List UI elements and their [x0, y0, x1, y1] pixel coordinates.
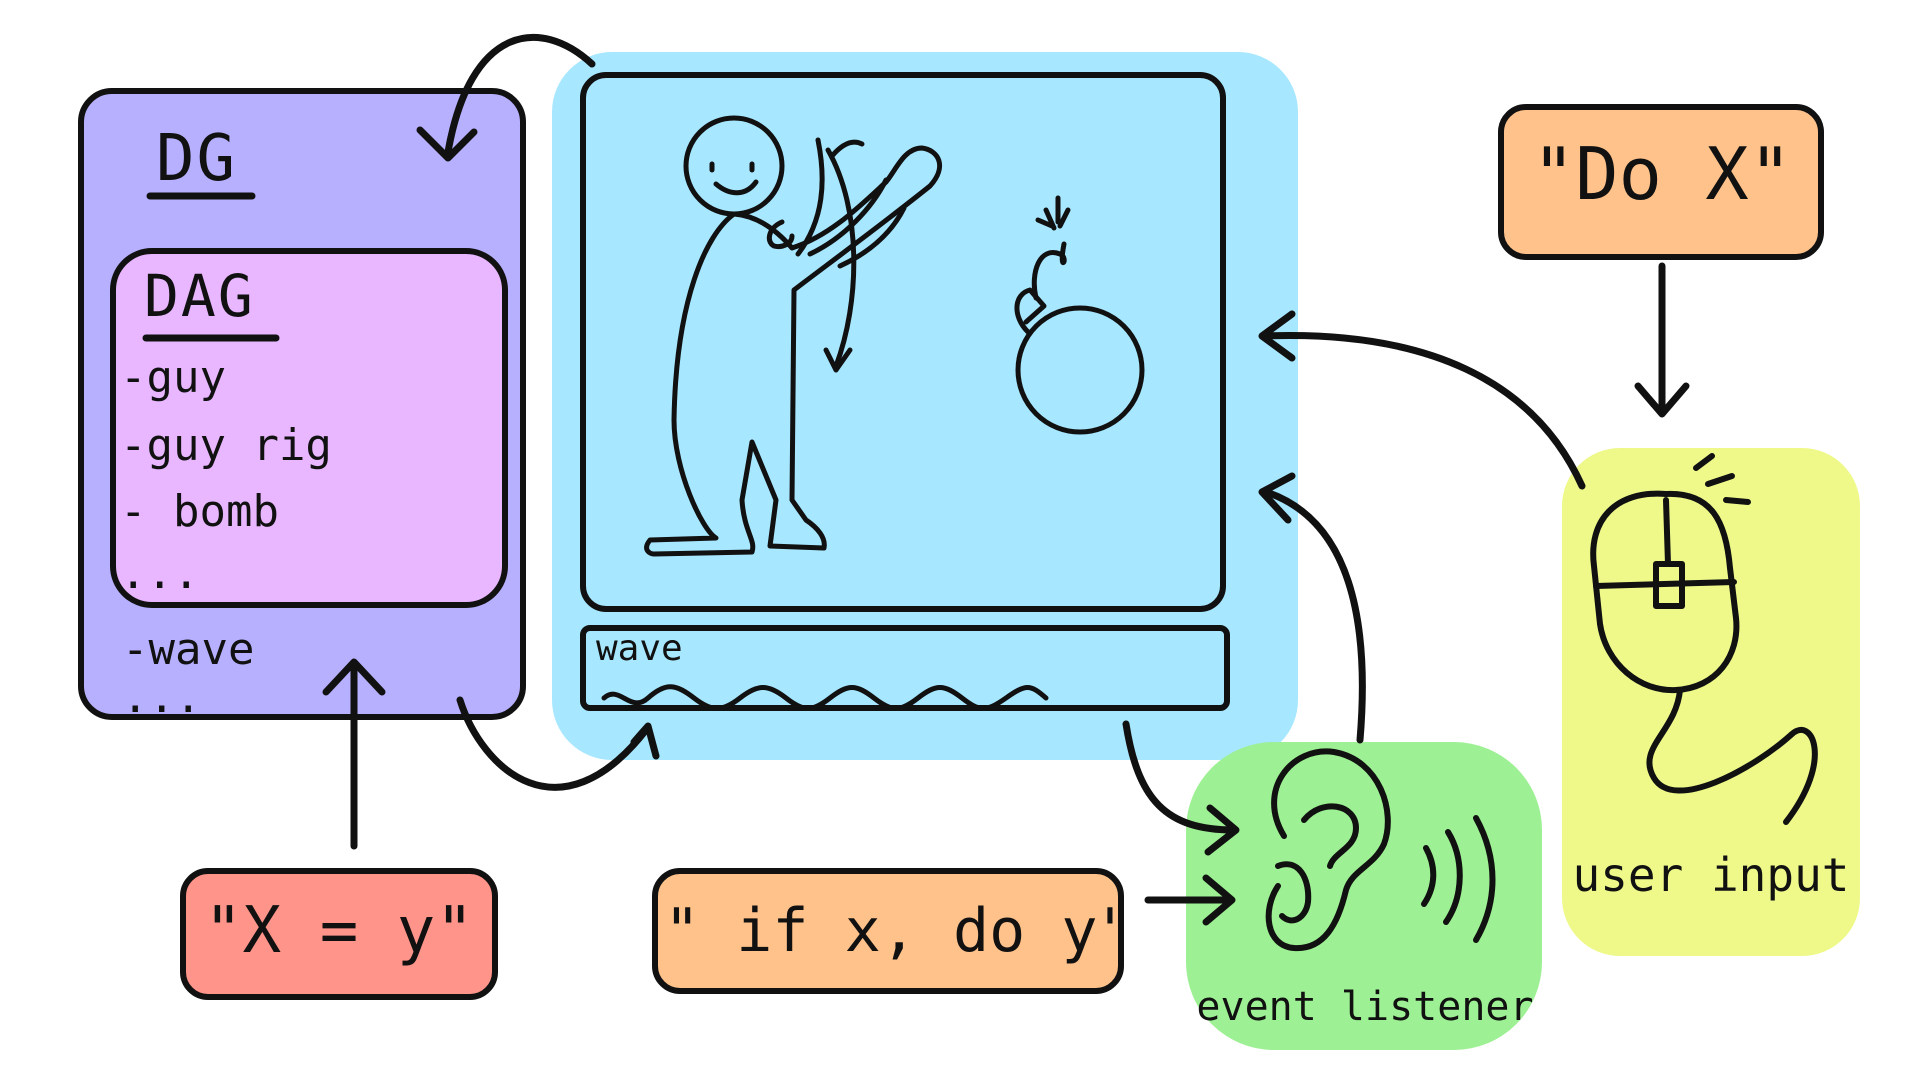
bomb-icon: [1014, 195, 1145, 435]
arrow-head-conditional: [1202, 874, 1236, 926]
assignment-box: [180, 868, 498, 1000]
arrow-timeline-to-listener: [1122, 720, 1238, 834]
dag-item-more: ...: [120, 548, 200, 599]
arrow-head-input: [1258, 310, 1296, 362]
arrow-head-command: [1634, 382, 1690, 418]
dg-item-more: ...: [122, 672, 202, 723]
ear-icon: [1265, 748, 1496, 952]
arrow-head-assignment: [322, 658, 386, 696]
arrow-head-timeline: [1204, 804, 1240, 856]
arrow-stage-to-dg: [444, 33, 596, 156]
arrow-head-listener: [1258, 472, 1296, 524]
dag-title: DAG: [144, 262, 255, 330]
user-input-label: user input: [1572, 848, 1850, 902]
timeline-wave-icon: [601, 684, 1049, 711]
dag-item-guy-rig: -guy rig: [120, 420, 332, 471]
arrow-dg-to-stage: [456, 696, 650, 791]
command-box: [1498, 104, 1824, 260]
arrow-head-stage-bottom: [630, 722, 660, 760]
command-text: "Do X": [1531, 132, 1793, 216]
assignment-text: "X = y": [204, 894, 474, 968]
event-listener-background: [1186, 742, 1542, 1050]
dag-item-guy: -guy: [120, 352, 226, 403]
arrow-input-to-stage: [1260, 332, 1586, 490]
dg-title: DG: [156, 122, 238, 196]
dag-item-bomb: - bomb: [120, 486, 279, 537]
stage-window: [580, 72, 1226, 612]
arrow-head-dg: [416, 126, 478, 162]
timeline-label: wave: [596, 628, 683, 669]
user-input-background: [1562, 448, 1860, 956]
event-listener-label: event listener: [1196, 984, 1534, 1030]
conditional-box: [652, 868, 1124, 994]
mouse-icon: [1590, 453, 1818, 825]
conditional-text: " if x, do y": [664, 896, 1134, 966]
dg-item-wave: -wave: [122, 624, 255, 675]
dag-panel: [110, 248, 508, 608]
waving-person-icon: [644, 115, 943, 557]
arrow-listener-to-stage: [1262, 488, 1366, 744]
